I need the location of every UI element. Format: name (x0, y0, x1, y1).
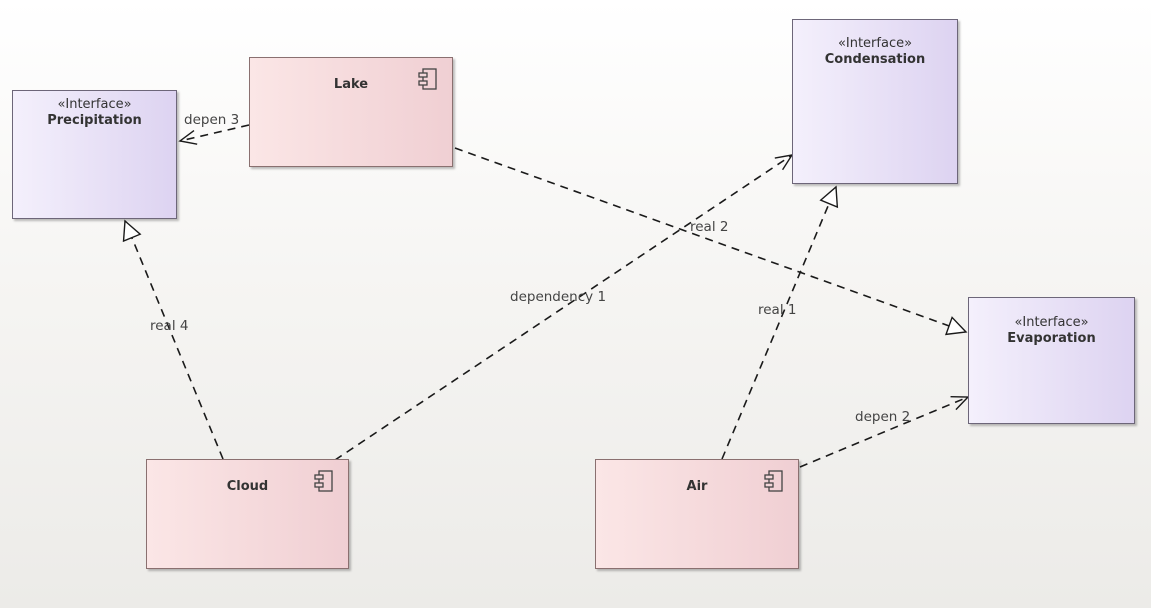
edge-label-real-4: real 4 (150, 318, 188, 334)
precipitation-name: Precipitation (47, 113, 142, 128)
edge-label-depen-2: depen 2 (855, 409, 910, 425)
edge-depen-3[interactable] (178, 124, 250, 145)
component-icon (418, 68, 437, 90)
cloud-component[interactable]: Cloud (146, 459, 349, 569)
air-component[interactable]: Air (595, 459, 799, 569)
condensation-interface[interactable]: «Interface» Condensation (792, 19, 958, 184)
precipitation-interface[interactable]: «Interface» Precipitation (12, 90, 177, 219)
evaporation-interface[interactable]: «Interface» Evaporation (968, 297, 1135, 424)
edge-label-depen-3: depen 3 (184, 112, 239, 128)
edge-real-4[interactable] (125, 221, 224, 460)
cloud-name: Cloud (226, 479, 269, 494)
edge-label-real-2: real 2 (690, 219, 728, 235)
lake-name: Lake (333, 77, 369, 92)
edge-real-2[interactable] (454, 147, 966, 332)
edge-real-1[interactable] (721, 187, 836, 460)
edge-depen-2[interactable] (799, 395, 970, 468)
lake-component[interactable]: Lake (249, 57, 453, 167)
component-icon (764, 470, 783, 492)
edge-label-dependency-1: dependency 1 (510, 289, 606, 305)
component-icon (314, 470, 333, 492)
condensation-name: Condensation (824, 52, 926, 67)
edge-label-real-1: real 1 (758, 302, 796, 318)
air-name: Air (686, 479, 708, 494)
condensation-stereotype: «Interface» (837, 36, 913, 51)
precipitation-stereotype: «Interface» (57, 97, 132, 112)
evaporation-name: Evaporation (1007, 331, 1096, 346)
evaporation-stereotype: «Interface» (1014, 315, 1089, 330)
edge-dependency-1[interactable] (334, 154, 794, 461)
